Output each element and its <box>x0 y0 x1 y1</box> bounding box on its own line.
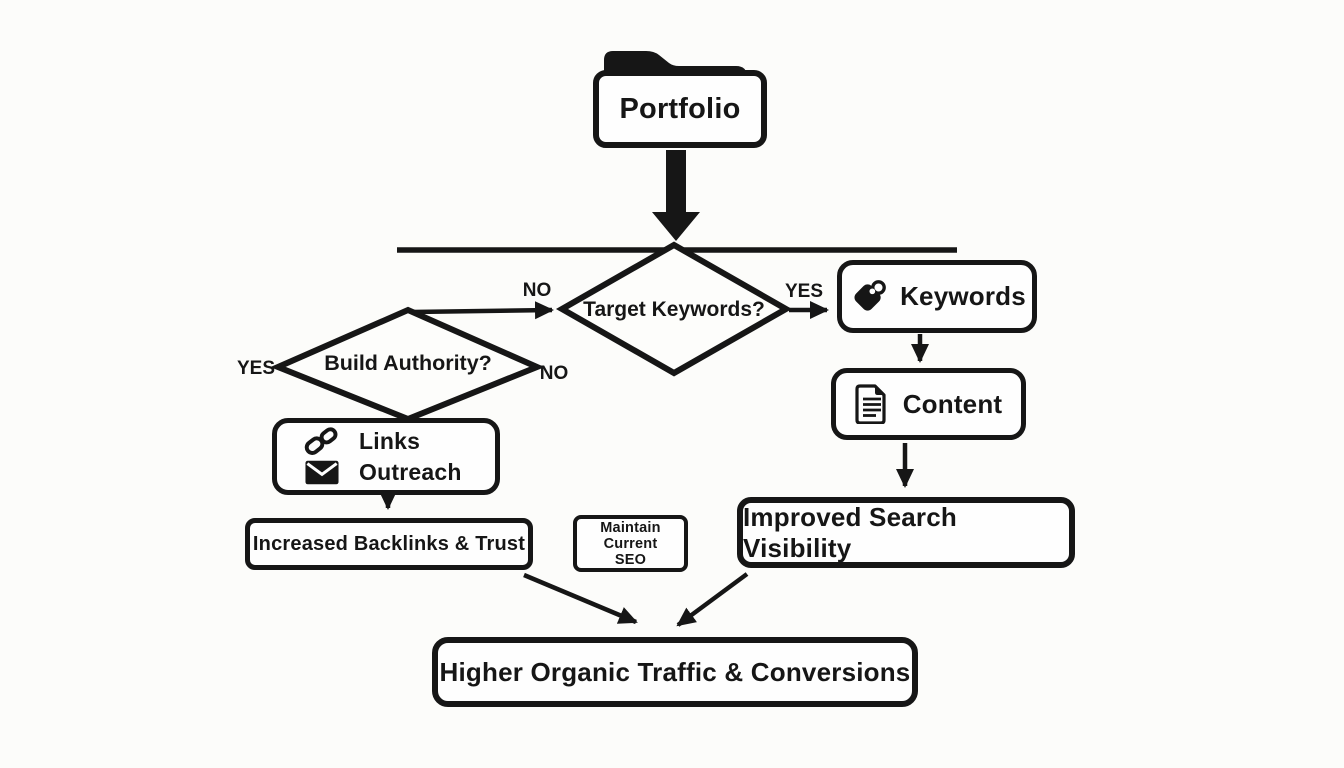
maintain-line-3: SEO <box>614 551 647 568</box>
node-keywords-label: Keywords <box>900 281 1026 311</box>
edge-increased-traffic <box>523 572 638 625</box>
outreach-label: Outreach <box>359 459 462 485</box>
build-authority-diamond <box>270 306 545 423</box>
node-increased-backlinks: Increased Backlinks & Trust <box>245 518 533 570</box>
node-higher-traffic: Higher Organic Traffic & Conversions <box>432 637 918 707</box>
node-improved-search: Improved Search Visibility <box>737 497 1075 568</box>
edge-improved-traffic <box>676 572 749 627</box>
edge-label-yes-keywords: YES <box>784 281 824 302</box>
links-row: Links <box>303 427 485 455</box>
chain-link-icon <box>303 427 341 455</box>
edge-authority-to-target <box>411 301 554 320</box>
maintain-line-2: Current <box>603 535 658 552</box>
node-portfolio: Portfolio <box>593 70 767 148</box>
edge-label-no-target: NO <box>522 280 552 301</box>
build-authority-label: Build Authority? <box>324 351 492 375</box>
envelope-icon <box>303 460 341 485</box>
document-icon <box>855 384 889 424</box>
node-keywords: Keywords <box>837 260 1037 333</box>
links-label: Links <box>359 427 421 454</box>
node-content: Content <box>831 368 1026 440</box>
node-improved-search-label: Improved Search Visibility <box>743 501 957 563</box>
node-links-outreach: Links Outreach <box>272 418 500 495</box>
node-portfolio-label: Portfolio <box>619 92 741 125</box>
tag-icon <box>848 278 890 316</box>
node-content-label: Content <box>902 388 1003 419</box>
thick-down-arrow <box>652 150 700 241</box>
target-keywords-label: Target Keywords? <box>583 298 765 321</box>
target-keywords-diamond <box>555 241 793 377</box>
edge-label-authority-yes: YES <box>236 358 276 379</box>
maintain-line-1: Maintain <box>600 519 661 536</box>
node-higher-traffic-label: Higher Organic Traffic & Conversions <box>439 656 911 687</box>
outreach-row: Outreach <box>303 459 485 486</box>
edge-label-authority-no: NO <box>539 363 569 384</box>
node-increased-backlinks-label: Increased Backlinks & Trust <box>252 532 526 555</box>
node-maintain-seo: Maintain Current SEO <box>573 515 688 572</box>
